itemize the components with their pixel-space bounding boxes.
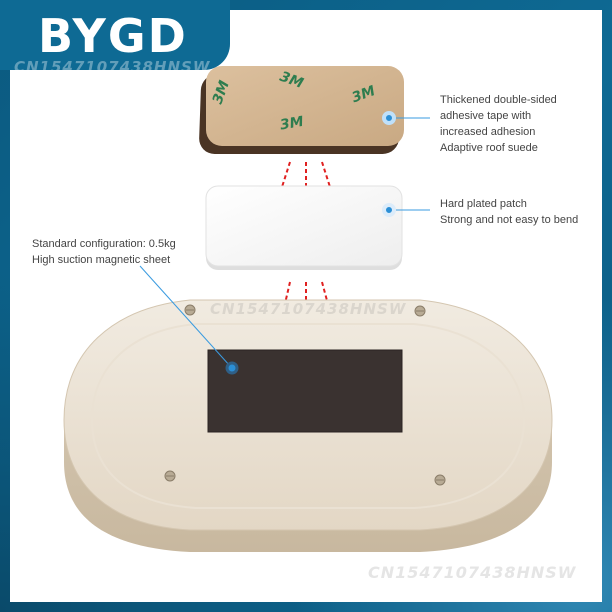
tape-logo: 3M [210, 78, 233, 106]
callout-line: adhesive tape with [440, 110, 532, 122]
callout-magnet: Standard configuration: 0.5kg High sucti… [32, 236, 176, 268]
callout-line: Standard configuration: 0.5kg [32, 238, 176, 250]
screw-icon [184, 304, 196, 316]
screw-icon [434, 474, 446, 486]
callout-patch: Hard plated patch Strong and not easy to… [440, 196, 578, 228]
tape-logo: 3M [278, 69, 306, 92]
callout-leaders [139, 117, 430, 367]
mount-base [63, 299, 553, 552]
adhesive-tape: 3M 3M 3M 3M [199, 66, 404, 154]
callout-line: High suction magnetic sheet [32, 254, 171, 266]
callout-line: Thickened double-sided [440, 94, 557, 106]
hard-plated-patch [205, 185, 403, 270]
tape-logo: 3M [279, 114, 305, 134]
watermark-top: CN1547107438HNSW [14, 58, 211, 76]
brand-logo: BYGD [38, 9, 188, 63]
magnetic-sheet [208, 350, 402, 432]
brand-tab [0, 0, 230, 70]
watermark-middle: CN1547107438HNSW [210, 300, 407, 318]
callout-tape: Thickened double-sided adhesive tape wit… [440, 92, 557, 156]
callout-line: Hard plated patch [440, 198, 527, 210]
screw-icon [164, 470, 176, 482]
callout-line: Adaptive roof suede [440, 142, 538, 154]
callout-line: increased adhesion [440, 126, 536, 138]
screw-icon [414, 305, 426, 317]
callout-dot-icon [225, 361, 239, 375]
tape-logo: 3M [350, 83, 378, 106]
callout-line: Strong and not easy to bend [440, 214, 579, 226]
watermark-bottom: CN1547107438HNSW [368, 563, 577, 582]
callout-dot-icon [382, 111, 396, 125]
callout-dot-icon [382, 203, 396, 217]
